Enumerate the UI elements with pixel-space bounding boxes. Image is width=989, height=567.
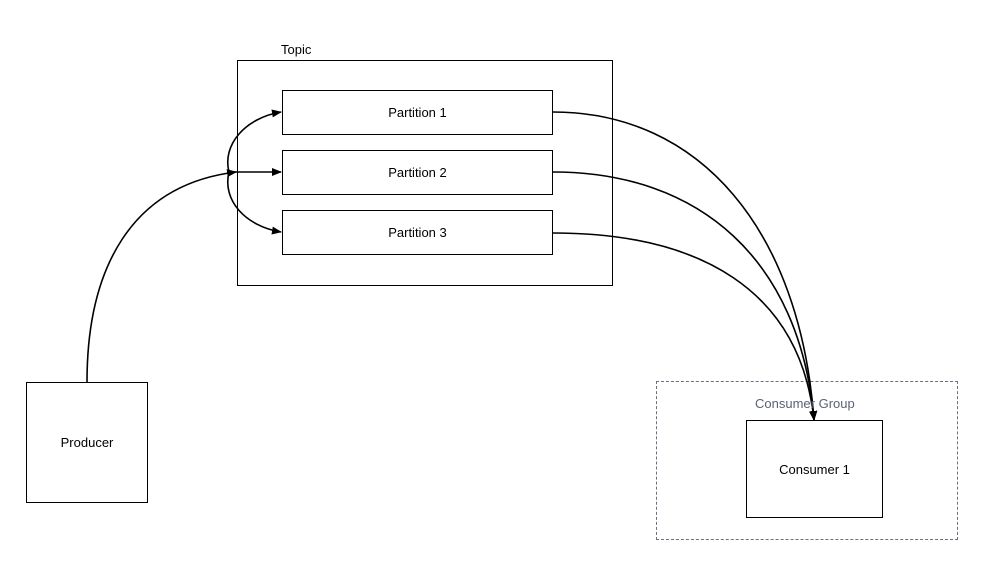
topic-to-partition-3-connector: [227, 171, 282, 235]
consumer-group-label: Consumer Group: [755, 396, 855, 411]
consumer-1-box[interactable]: Consumer 1: [746, 420, 883, 518]
partition-1-box[interactable]: Partition 1: [282, 90, 553, 135]
partition-3-to-consumer-connector: [552, 232, 818, 421]
partition-3-label: Partition 3: [388, 225, 447, 240]
partition-1-to-consumer-connector: [552, 111, 818, 421]
producer-to-topic-connector: [86, 169, 237, 383]
partition-3-box[interactable]: Partition 3: [282, 210, 553, 255]
partition-2-label: Partition 2: [388, 165, 447, 180]
producer-label: Producer: [60, 435, 114, 450]
producer-box[interactable]: Producer: [26, 382, 148, 503]
topic-container: [237, 60, 613, 286]
topic-label: Topic: [281, 42, 312, 57]
partition-2-box[interactable]: Partition 2: [282, 150, 553, 195]
topic-to-partition-1-connector: [226, 109, 282, 173]
consumer-1-label: Consumer 1: [779, 461, 850, 477]
partition-1-label: Partition 1: [388, 105, 447, 120]
partition-2-to-consumer-connector: [552, 171, 818, 421]
